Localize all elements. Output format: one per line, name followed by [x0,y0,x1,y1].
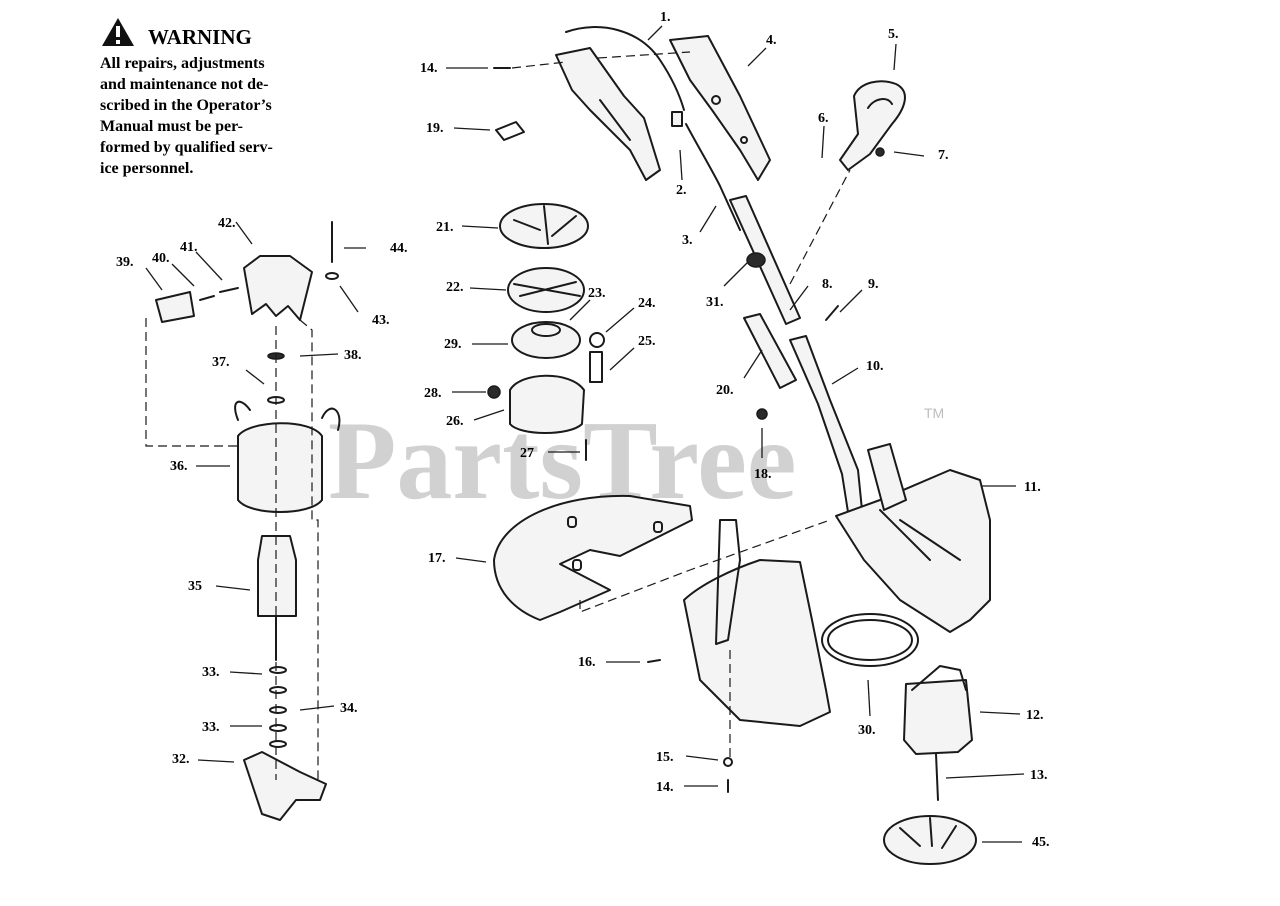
part-cord-top [565,26,685,111]
callout-5: 5. [888,27,899,42]
callout-37: 37. [212,355,230,370]
callout-1: 1. [660,10,671,25]
callout-45: 45. [1032,835,1050,850]
callout-12: 12. [1026,708,1044,723]
callout-44: 44. [390,241,408,256]
callout-14-bottom: 14. [656,780,674,795]
callouts: 1. 2. 3. 4. 5. 6. 7. 8. 9. 10. 11. 12. 1… [116,10,1050,850]
callout-7: 7. [938,148,949,163]
callout-41: 41. [180,240,198,255]
assembly-guide-lines [145,51,851,784]
part-ball [487,385,501,399]
callout-20: 20. [716,383,734,398]
callout-19: 19. [426,121,444,136]
callout-38: 38. [344,348,362,363]
part-cord-lower [685,123,741,231]
callout-22: 22. [446,280,464,295]
warning-line-5: formed by qualified serv- [100,139,273,156]
part-hub [509,374,585,434]
callout-13: 13. [1030,768,1048,783]
callout-25: 25. [638,334,656,349]
part-brush-holder [155,291,195,323]
part-washer-33b [269,724,287,732]
part-button [589,332,605,348]
part-brush-bracket [243,255,313,321]
callout-33b: 33. [202,720,220,735]
warning-line-2: and maintenance not de- [100,76,268,93]
part-spring [589,351,603,383]
part-upper-handle [555,47,661,181]
callout-26: 26. [446,414,464,429]
warning-title: WARNING [148,25,252,49]
callout-31: 31. [706,295,724,310]
part-armature [257,535,297,617]
part-shaft [935,753,939,801]
part-field-assembly [237,422,323,513]
part-spool-lower [511,321,581,359]
callout-15: 15. [656,750,674,765]
part-spool-cover [499,203,589,249]
callout-17: 17. [428,551,446,566]
part-bolt [825,305,839,321]
callout-28: 28. [424,386,442,401]
part-washer-33a [269,666,287,674]
callout-32: 32. [172,752,190,767]
callout-33a: 33. [202,665,220,680]
part-nut [756,408,768,420]
callout-42: 42. [218,216,236,231]
part-motor [903,679,973,755]
part-deflector-ring [821,613,919,667]
part-switch [671,111,683,127]
callout-21: 21. [436,220,454,235]
callout-14-top: 14. [420,61,438,76]
part-cord-clip [495,121,525,141]
callout-2: 2. [676,183,687,198]
callout-23: 23. [588,286,606,301]
warning-line-4: Manual must be per- [100,118,243,135]
warning-block: WARNING All repairs, adjustments and mai… [100,18,273,177]
warning-line-6: ice personnel. [100,160,193,177]
callout-39: 39. [116,255,134,270]
warning-line-3: scribed in the Operator’s [100,97,272,114]
callout-9: 9. [868,277,879,292]
leader-lines [145,25,1025,843]
callout-16: 16. [578,655,596,670]
callout-40: 40. [152,251,170,266]
part-handle-cover [669,35,771,181]
callout-34: 34. [340,701,358,716]
part-washer-15 [723,757,733,767]
part-cover [683,559,831,727]
watermark-trademark: TM [924,405,944,421]
callout-3: 3. [682,233,693,248]
warning-line-1: All repairs, adjustments [100,55,265,72]
callout-36: 36. [170,459,188,474]
part-base [243,751,327,821]
part-collar [746,252,766,268]
callout-18: 18. [754,467,772,482]
part-guard [493,494,693,621]
part-motor-housing [835,469,991,633]
callout-4: 4. [766,33,777,48]
part-cutter-head [883,815,977,865]
part-aux-handle [839,80,906,171]
part-small-washer [325,272,339,280]
callout-35: 35 [188,579,202,594]
callout-24: 24. [638,296,656,311]
part-tube-sleeve [743,313,797,389]
part-lower-tube [789,335,863,513]
callout-11: 11. [1024,480,1041,495]
callout-27: 27 [520,446,534,461]
callout-29: 29. [444,337,462,352]
callout-43: 43. [372,313,390,328]
part-screw-16 [647,659,661,663]
callout-6: 6. [818,111,829,126]
callout-30: 30. [858,723,876,738]
part-brush [199,287,239,301]
callout-8: 8. [822,277,833,292]
callout-10: 10. [866,359,884,374]
